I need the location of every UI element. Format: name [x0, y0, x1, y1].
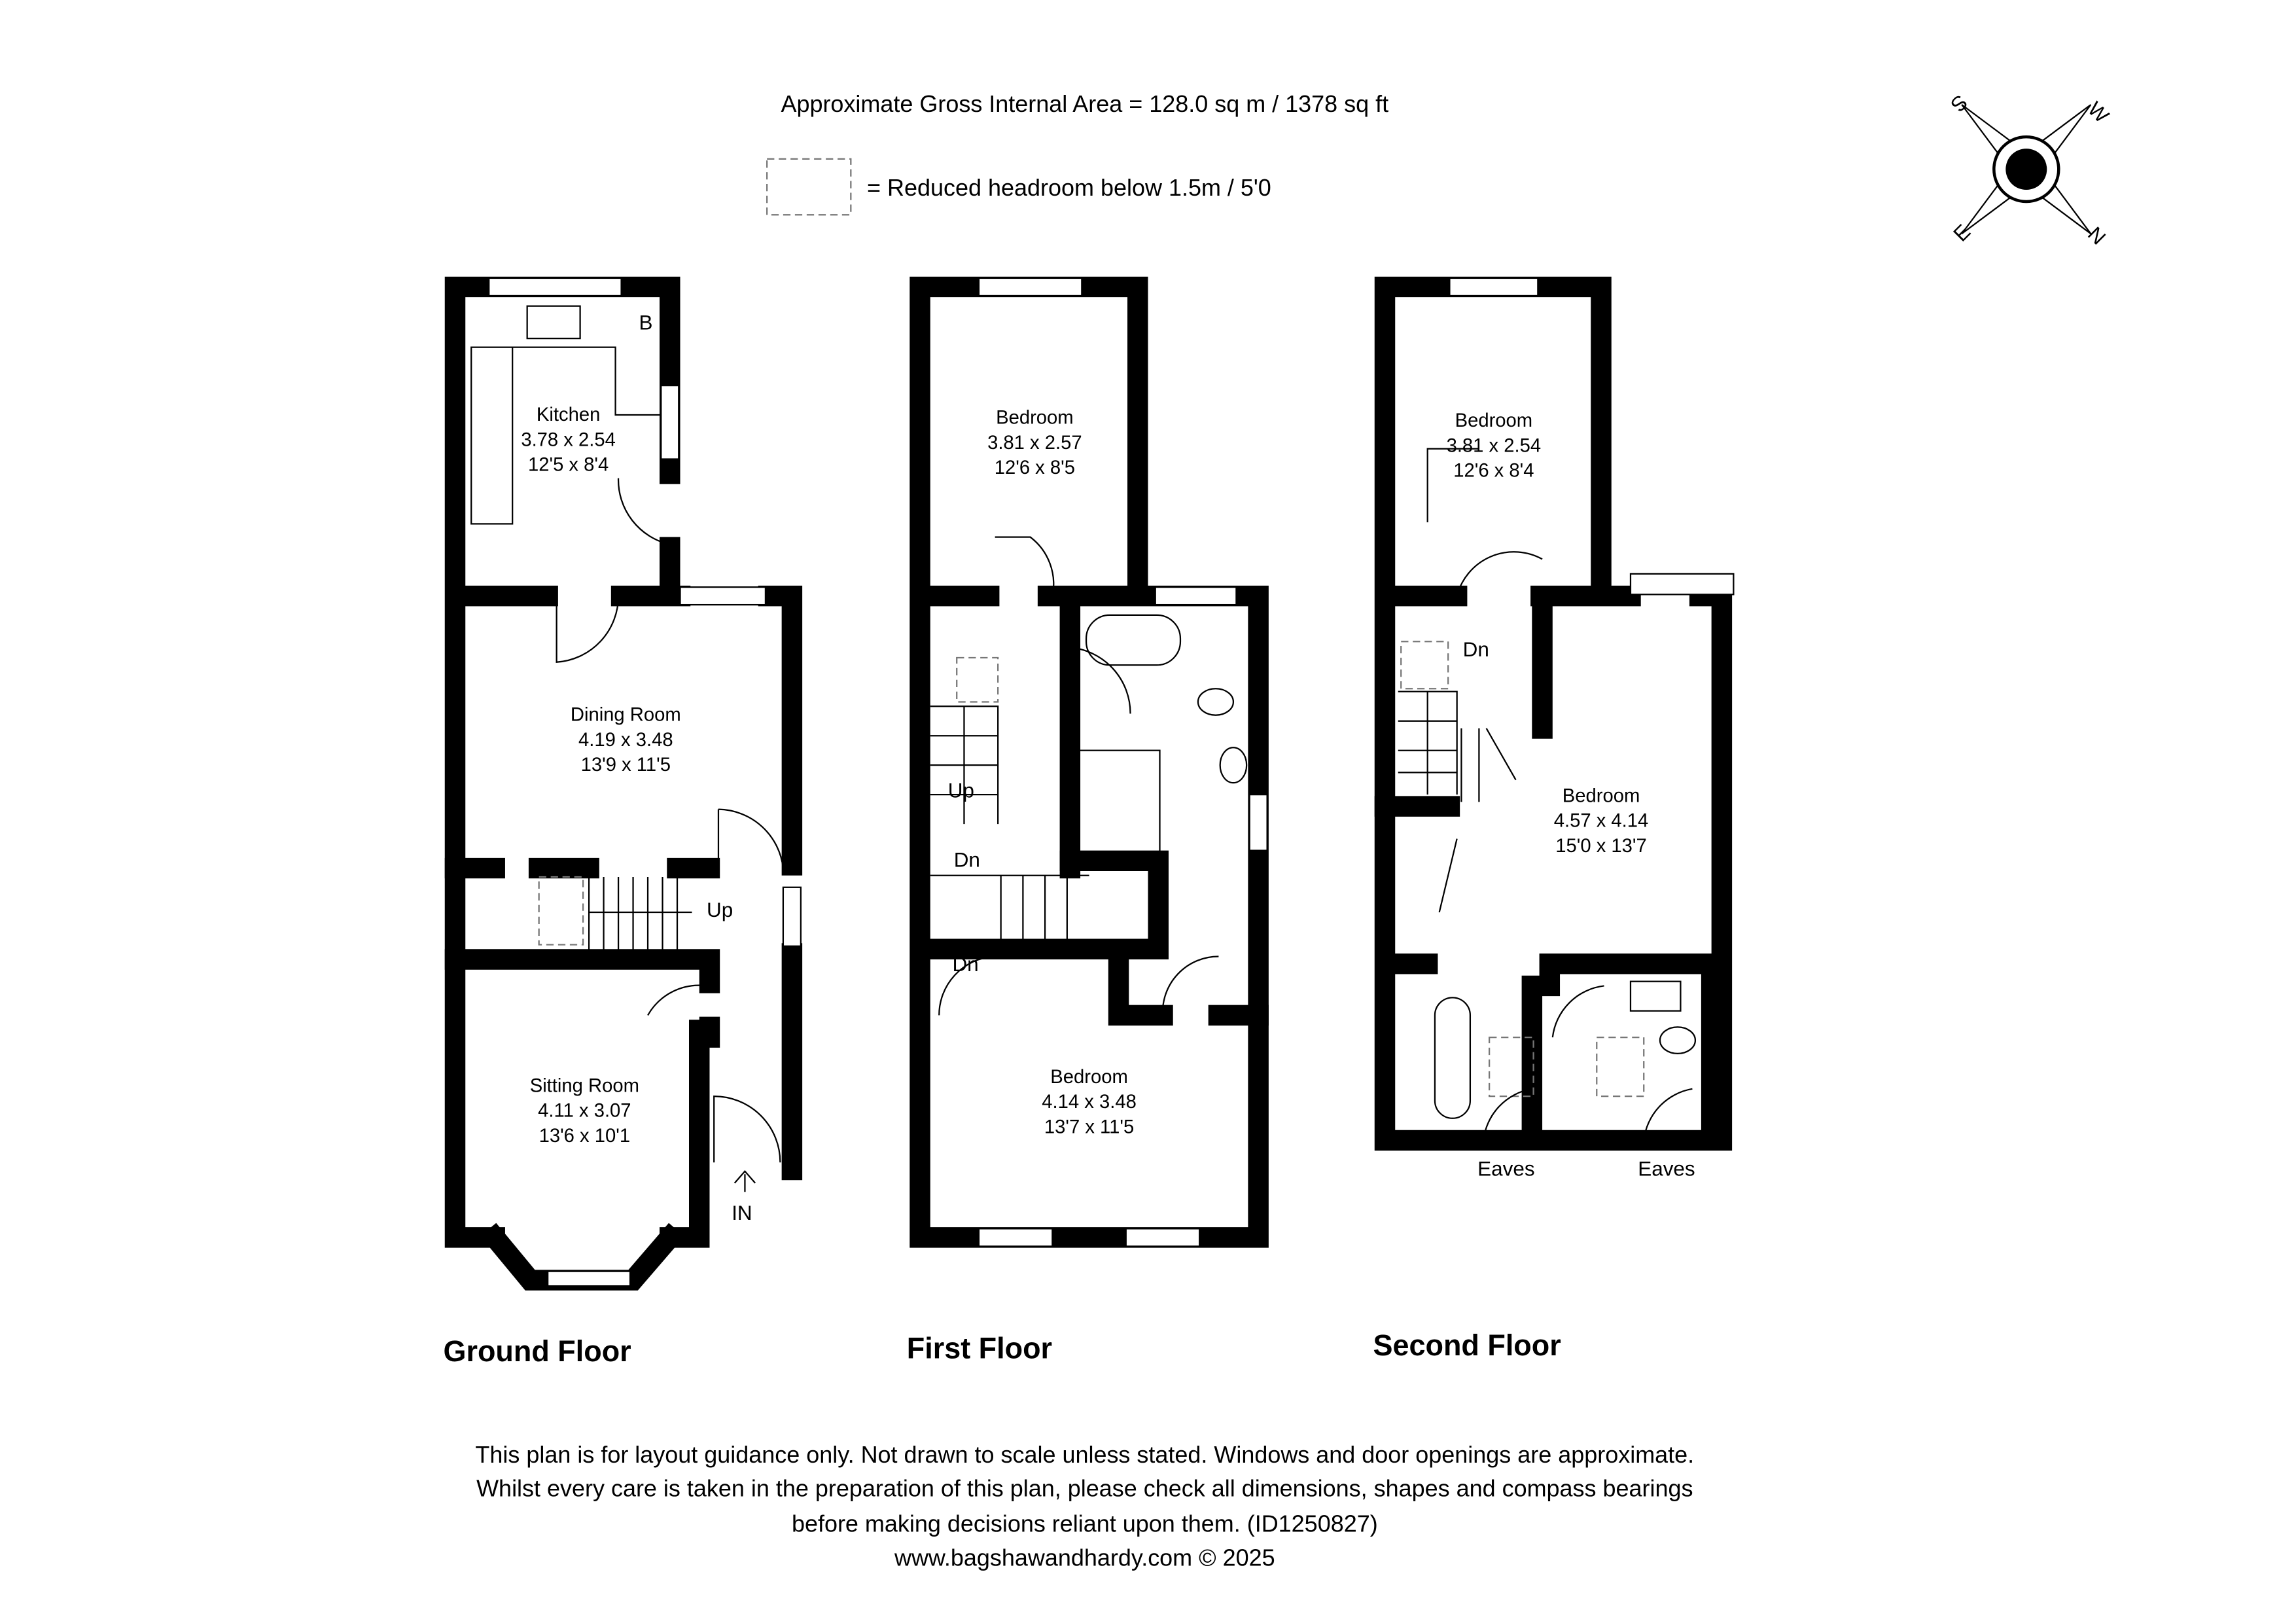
sitting-name: Sitting Room [530, 1075, 639, 1096]
compass-icon [1961, 104, 2092, 235]
compass-w: W [2083, 98, 2113, 128]
ground-floor-title: Ground Floor [444, 1334, 631, 1368]
eaves-label-1: Eaves [1477, 1157, 1534, 1180]
ff-bedroom-rear-imperial: 12'6 x 8'5 [995, 457, 1075, 478]
sf-bedroom-main-metric: 4.57 x 4.14 [1554, 811, 1649, 832]
sf-bedroom-main-imperial: 15'0 x 13'7 [1555, 836, 1647, 857]
sf-bedroom-rear-metric: 3.81 x 2.54 [1447, 435, 1542, 456]
first-floor-plan: Bedroom 3.81 x 2.57 12'6 x 8'5 Bedroom 4… [907, 276, 1269, 1364]
sf-bedroom-rear-name: Bedroom [1455, 410, 1533, 431]
ff-dn2-label: Dn [952, 953, 978, 976]
second-floor-title: Second Floor [1373, 1329, 1561, 1362]
kitchen-name: Kitchen [537, 404, 600, 425]
gross-area: Approximate Gross Internal Area = 128.0 … [781, 90, 1388, 117]
ground-floor-plan: B Kitchen 3.78 x 2.54 12'5 x 8'4 Dining … [444, 276, 803, 1368]
dining-imperial: 13'9 x 11'5 [581, 755, 671, 776]
first-floor-title: First Floor [907, 1331, 1052, 1364]
eaves-label-2: Eaves [1638, 1157, 1695, 1180]
disclaimer-line-3: before making decisions reliant upon the… [792, 1510, 1378, 1537]
sf-dn-label: Dn [1463, 638, 1489, 661]
ff-bedroom-front-metric: 4.14 x 3.48 [1042, 1092, 1137, 1113]
ff-bedroom-front-imperial: 13'7 x 11'5 [1044, 1116, 1134, 1137]
reduced-headroom-swatch [766, 158, 852, 216]
dining-metric: 4.19 x 3.48 [578, 730, 673, 751]
entrance-label: IN [732, 1202, 752, 1224]
entrance-arrow-icon [733, 1170, 756, 1192]
sf-bedroom-rear-imperial: 12'6 x 8'4 [1453, 460, 1534, 481]
ff-bedroom-front-name: Bedroom [1050, 1067, 1128, 1088]
boiler-label: B [639, 312, 653, 334]
disclaimer-line-2: Whilst every care is taken in the prepar… [476, 1475, 1693, 1502]
disclaimer-line-1: This plan is for layout guidance only. N… [475, 1441, 1694, 1468]
stairs-up-label: Up [707, 899, 733, 921]
ff-dn-label: Dn [954, 848, 980, 871]
dining-name: Dining Room [571, 705, 681, 726]
ff-up-label: Up [948, 779, 974, 802]
legend-text: = Reduced headroom below 1.5m / 5'0 [867, 174, 1271, 201]
ff-bedroom-rear-name: Bedroom [996, 408, 1074, 429]
kitchen-metric: 3.78 x 2.54 [521, 429, 616, 450]
sf-bedroom-main-name: Bedroom [1563, 785, 1640, 806]
sitting-imperial: 13'6 x 10'1 [539, 1126, 631, 1147]
compass-n: N [2083, 223, 2110, 249]
sitting-metric: 4.11 x 3.07 [538, 1101, 631, 1122]
kitchen-imperial: 12'5 x 8'4 [528, 454, 609, 475]
second-floor-plan: Bedroom 3.81 x 2.54 12'6 x 8'4 Bedroom 4… [1373, 276, 1735, 1362]
ff-bedroom-rear-metric: 3.81 x 2.57 [987, 433, 1082, 454]
website-copyright: www.bagshawandhardy.com © 2025 [894, 1544, 1275, 1571]
